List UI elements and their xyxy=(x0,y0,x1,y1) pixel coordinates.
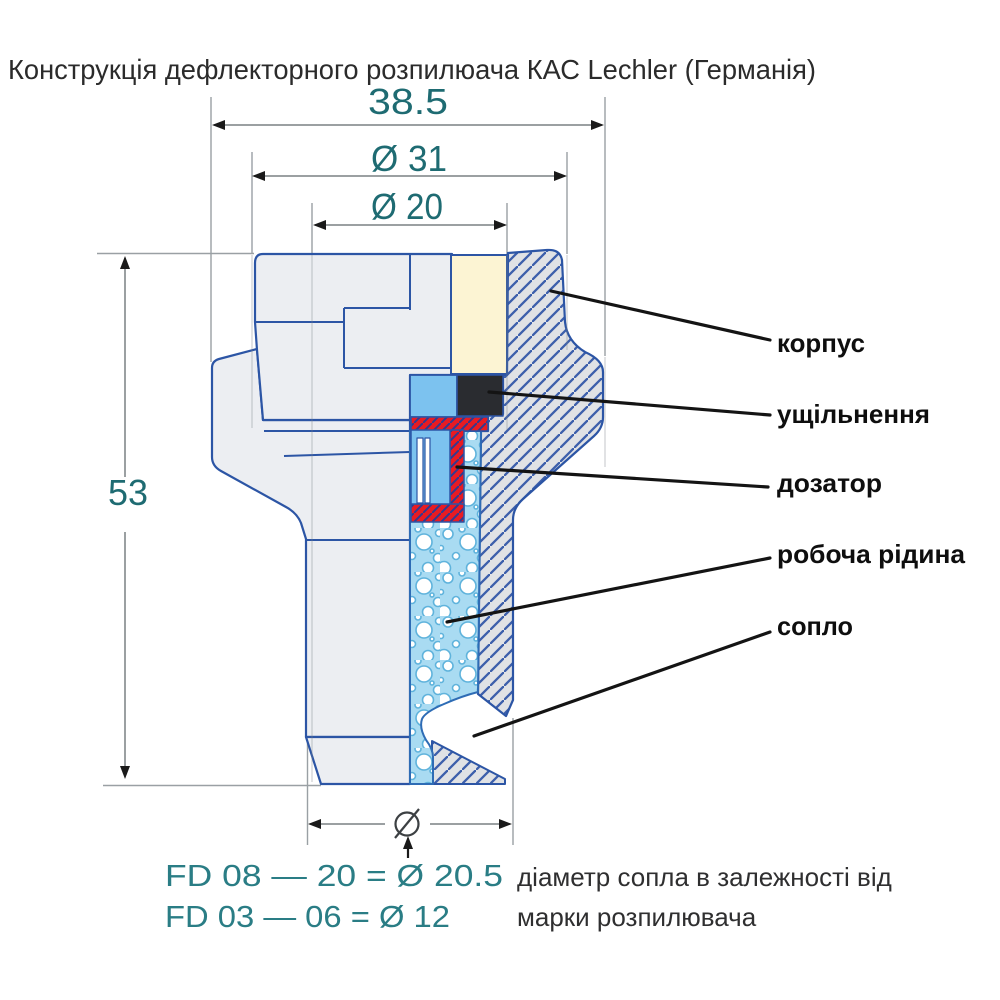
component-blue-rect xyxy=(409,374,458,418)
label-doser: дозатор xyxy=(777,468,882,498)
doser-bottom-bar xyxy=(410,503,465,523)
dimension-lines xyxy=(97,97,606,845)
faint-extension-overlays xyxy=(251,255,606,782)
dim-total-width: 38.5 xyxy=(368,81,448,122)
doser-assembly xyxy=(410,416,489,523)
diagram-texts: Конструкція дефлекторного розпилюача КАС… xyxy=(8,54,966,934)
label-seal: ущільнення xyxy=(777,399,930,429)
spec-line-1: FD 08 — 20 = Ø 20.5 xyxy=(165,858,503,893)
doser-slot-left xyxy=(416,437,424,504)
body-internal-lines xyxy=(255,254,452,541)
insert-cream xyxy=(450,254,508,375)
label-nozzle: сопло xyxy=(777,611,853,641)
corpus-section xyxy=(476,248,605,718)
body-skirt xyxy=(304,735,412,786)
page-title: Конструкція дефлекторного розпилюача КАС… xyxy=(8,54,816,85)
diameter-symbol xyxy=(394,808,420,858)
corpus-deflector-strip xyxy=(431,740,506,785)
doser-top-bar xyxy=(410,416,489,432)
doser-right-bar xyxy=(449,429,465,517)
dim-outer-diameter: Ø 31 xyxy=(371,138,447,179)
dim-total-height: 53 xyxy=(108,472,148,513)
body-flange xyxy=(210,347,412,739)
doser-slot-right xyxy=(424,437,431,504)
label-working-liquid: робоча рідина xyxy=(777,539,966,569)
note-line-1: діаметр сопла в залежності від xyxy=(517,862,892,892)
label-body: корпус xyxy=(777,328,865,358)
note-line-2: марки розпилювача xyxy=(517,902,757,932)
seal-rect xyxy=(456,374,504,417)
spec-line-2: FD 03 — 06 = Ø 12 xyxy=(165,899,450,934)
nozzle-drawing xyxy=(210,248,606,786)
dim-inner-diameter: Ø 20 xyxy=(371,186,443,227)
leader-lines xyxy=(445,289,772,738)
